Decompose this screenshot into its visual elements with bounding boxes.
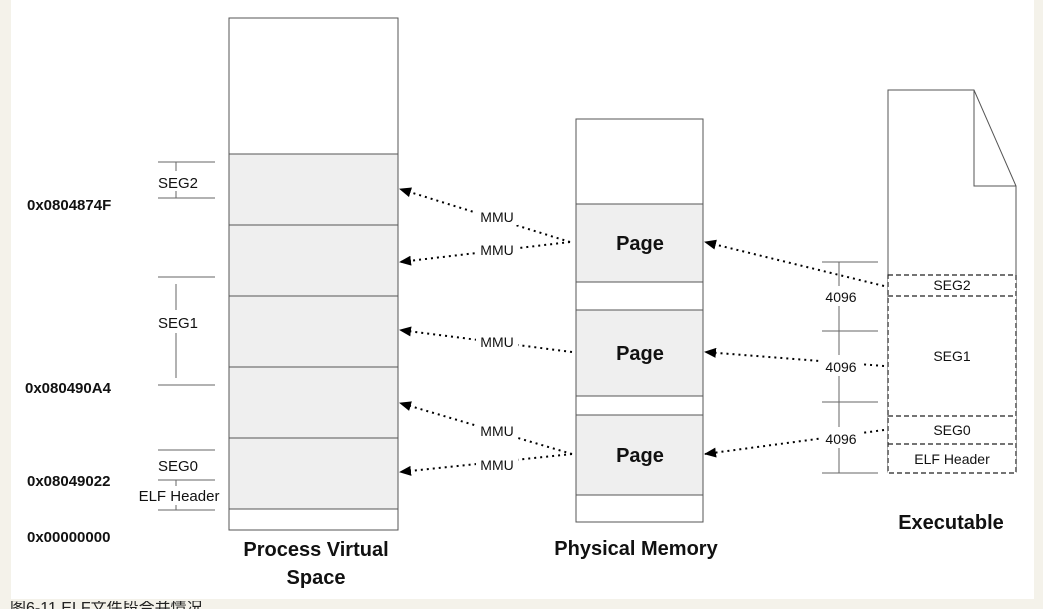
physical-memory-title: Physical Memory <box>554 538 718 560</box>
size-label: 4096 <box>825 359 856 375</box>
diagram-canvas <box>11 0 1034 599</box>
mmu-arrow <box>399 326 573 353</box>
exec-seg-label: SEG1 <box>933 348 971 364</box>
physical-memory: Page Page Page <box>575 118 704 523</box>
vseg-label-seg1: SEG1 <box>158 315 198 332</box>
vseg-label-elf-header: ELF Header <box>139 488 220 505</box>
page-label: Page <box>616 233 664 255</box>
physical-page-3 <box>575 414 704 496</box>
figure-caption: 图6-11 ELF文件段合并情况 <box>10 601 203 609</box>
mmu-arrow <box>399 453 573 476</box>
address-labels: 0x0804874F 0x080490A4 0x08049022 0x00000… <box>25 197 112 546</box>
virtual-segment-brackets <box>158 161 215 511</box>
mmu-label: MMU <box>480 423 513 439</box>
page-label: Page <box>616 445 664 467</box>
size-brackets <box>822 261 878 474</box>
mmu-label: MMU <box>480 334 513 350</box>
physical-page-1 <box>575 203 704 283</box>
mmu-label: MMU <box>480 242 513 258</box>
vseg-label-seg0: SEG0 <box>158 458 198 475</box>
address-label: 0x00000000 <box>27 529 110 546</box>
exec-seg-label: SEG0 <box>933 422 971 438</box>
exec-seg-label: ELF Header <box>914 451 990 467</box>
size-label: 4096 <box>825 431 856 447</box>
virtual-space-title-line2: Space <box>287 567 346 589</box>
mmu-label: MMU <box>480 209 513 225</box>
address-label: 0x080490A4 <box>25 380 112 397</box>
process-virtual-space <box>228 17 399 531</box>
vseg-label-seg2: SEG2 <box>158 175 198 192</box>
mmu-label: MMU <box>480 457 513 473</box>
executable-title: Executable <box>898 512 1004 534</box>
size-label: 4096 <box>825 289 856 305</box>
address-label: 0x0804874F <box>27 197 111 214</box>
virtual-space-title-line1: Process Virtual <box>243 539 388 561</box>
address-label: 0x08049022 <box>27 473 110 490</box>
mmu-labels: MMU MMU MMU MMU MMU <box>476 208 518 473</box>
load-arrow <box>704 239 885 287</box>
physical-page-2 <box>575 309 704 397</box>
virtual-segment-labels: SEG2 SEG1 SEG0 ELF Header <box>139 175 220 505</box>
executable-file: SEG2 SEG1 SEG0 ELF Header <box>887 89 1017 474</box>
page-label: Page <box>616 343 664 365</box>
exec-seg-label: SEG2 <box>933 277 971 293</box>
size-labels: 4096 4096 4096 <box>820 288 862 447</box>
column-titles: Process Virtual Space Physical Memory Ex… <box>243 512 1003 589</box>
